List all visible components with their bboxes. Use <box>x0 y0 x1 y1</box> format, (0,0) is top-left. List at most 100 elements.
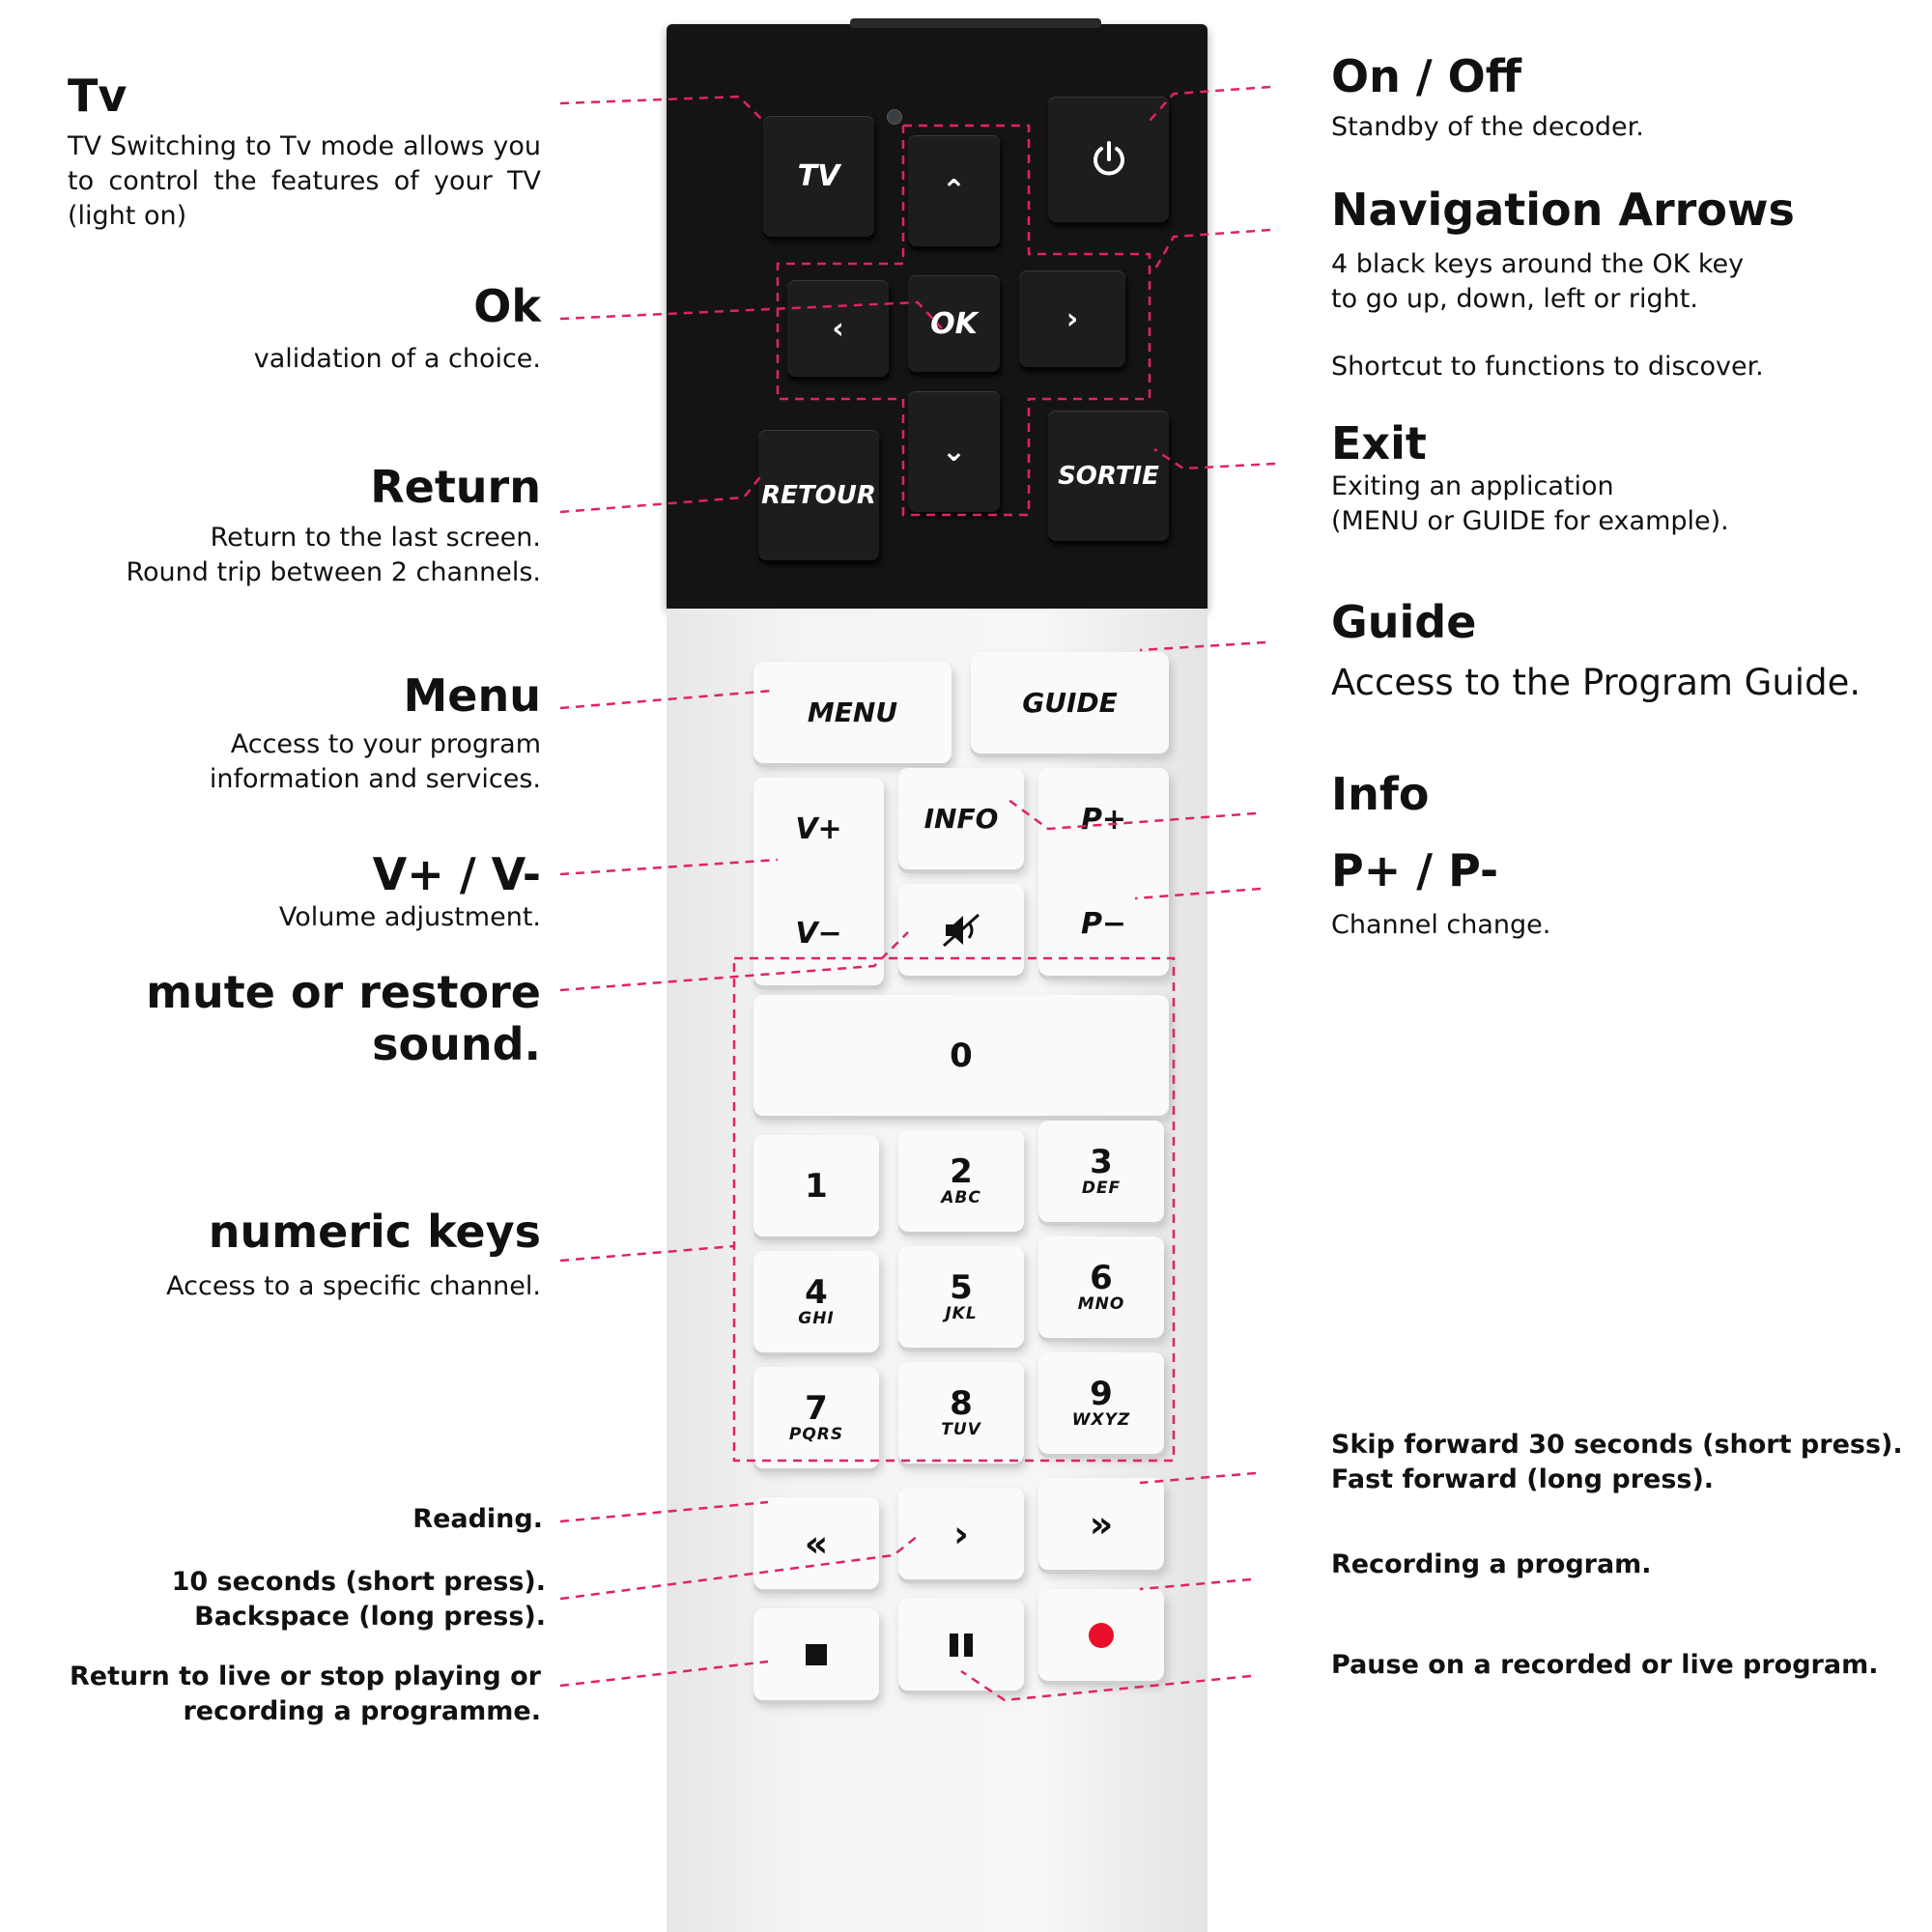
skip-leader <box>1139 1471 1257 1485</box>
numeric-annotation-desc: Access to a specific channel. <box>166 1271 541 1301</box>
channel-annotation-title: P+ / P- <box>1331 844 1499 896</box>
ok-leader <box>559 300 943 329</box>
onoff-annotation-title: On / Off <box>1331 50 1522 102</box>
pause-key[interactable] <box>898 1599 1024 1690</box>
volume-leader <box>559 858 779 876</box>
numeric-keys-outline <box>732 956 1176 1463</box>
pause-annotation-desc: Pause on a recorded or live program. <box>1331 1650 1879 1680</box>
nav-annotation: Navigation Arrows 4 black keys around th… <box>1331 184 1911 384</box>
remote-top-ridge <box>850 18 1101 28</box>
stop-key[interactable] <box>753 1608 879 1700</box>
return-annotation: Return Return to the last screen. Round … <box>58 461 541 590</box>
tv-annotation-title: Tv <box>68 70 128 122</box>
mute-key[interactable] <box>898 884 1024 976</box>
channel-annotation: P+ / P- Channel change. <box>1331 844 1911 943</box>
volume-rocker[interactable]: V+ V− <box>753 778 884 985</box>
ok-annotation-title: Ok <box>473 280 541 332</box>
reading-annotation: Reading. <box>58 1502 543 1537</box>
return-annotation-desc: Return to the last screen. Round trip be… <box>126 523 541 587</box>
volume-annotation: V+ / V- Volume adjustment. <box>58 848 541 935</box>
sortie-key[interactable]: SORTIE <box>1048 411 1169 541</box>
chevron-left-icon: ‹ <box>832 311 844 346</box>
stop-annotation-desc: Return to live or stop playing or record… <box>69 1662 541 1726</box>
numeric-annotation-title: numeric keys <box>208 1206 541 1258</box>
record-key[interactable] <box>1038 1589 1164 1681</box>
menu-key[interactable]: MENU <box>753 662 952 763</box>
tv-key[interactable]: TV <box>763 116 874 237</box>
guide-key[interactable]: GUIDE <box>971 652 1169 753</box>
digit-label: 3 <box>1090 1142 1113 1181</box>
exit-annotation: Exit Exiting an application (MENU or GUI… <box>1331 417 1911 539</box>
digit-letters: TUV <box>941 1419 981 1439</box>
fast-forward-key[interactable]: » <box>1038 1478 1164 1570</box>
digit-label: 0 <box>950 1036 973 1075</box>
guide-annotation: Guide Access to the Program Guide. <box>1331 596 1911 706</box>
return-annotation-title: Return <box>370 461 541 513</box>
up-arrow-key[interactable]: ⌃ <box>908 135 1000 246</box>
down-arrow-key[interactable]: ⌄ <box>908 391 1000 512</box>
left-arrow-key[interactable]: ‹ <box>787 280 889 377</box>
digit-letters: ABC <box>941 1187 981 1208</box>
reading-leader <box>559 1500 769 1523</box>
skip-annotation-desc: Skip forward 30 seconds (short press). F… <box>1331 1430 1903 1494</box>
rewind-icon: « <box>804 1521 829 1565</box>
remote-control: TV ⌃ ‹ OK › RETOUR ⌄ SORTIE MENU GUIDE V… <box>667 18 1208 1932</box>
mute-annotation: mute or restore sound. <box>39 966 541 1070</box>
nav-cluster-outline <box>776 124 1151 517</box>
info-annotation: Info <box>1331 768 1911 820</box>
stop-icon <box>806 1643 827 1665</box>
right-arrow-key[interactable]: › <box>1019 270 1125 367</box>
back10-annotation-desc: 10 seconds (short press). Backspace (lon… <box>171 1567 546 1632</box>
fast-forward-icon: » <box>1089 1502 1114 1546</box>
channel-leader <box>1134 887 1262 900</box>
play-icon: › <box>953 1512 969 1555</box>
guide-annotation-title: Guide <box>1331 596 1477 648</box>
chevron-down-icon: ⌄ <box>941 435 967 469</box>
program-rocker[interactable]: P+ P− <box>1038 768 1169 976</box>
play-key[interactable]: › <box>898 1488 1024 1579</box>
ok-key[interactable]: OK <box>908 275 1000 372</box>
pause-leader <box>960 1669 1252 1702</box>
pause-icon <box>950 1633 973 1657</box>
pause-annotation: Pause on a recorded or live program. <box>1331 1648 1911 1683</box>
volume-annotation-desc: Volume adjustment. <box>278 902 541 932</box>
record-annotation: Recording a program. <box>1331 1548 1911 1582</box>
volume-up-label: V+ <box>795 812 842 847</box>
ok-annotation-desc: validation of a choice. <box>253 344 541 374</box>
power-key[interactable] <box>1048 97 1169 222</box>
program-down-label: P− <box>1080 906 1127 941</box>
stop-annotation: Return to live or stop playing or record… <box>58 1660 541 1729</box>
info-leader <box>1004 795 1257 831</box>
digit-letters: PQRS <box>788 1424 844 1444</box>
tv-annotation: Tv TV Switching to Tv mode allows you to… <box>68 70 541 234</box>
digit-letters: JKL <box>945 1303 978 1323</box>
info-key[interactable]: INFO <box>898 768 1024 869</box>
retour-key[interactable]: RETOUR <box>758 430 879 560</box>
onoff-leader <box>1149 85 1271 122</box>
mute-leader <box>559 931 909 992</box>
guide-annotation-desc: Access to the Program Guide. <box>1331 662 1861 703</box>
chevron-right-icon: › <box>1065 301 1079 336</box>
digit-letters: MNO <box>1077 1293 1125 1314</box>
program-up-label: P+ <box>1080 803 1127 838</box>
mute-annotation-title: mute or restore sound. <box>146 966 541 1070</box>
menu-annotation: Menu Access to your program information … <box>58 669 541 797</box>
menu-annotation-title: Menu <box>403 669 541 722</box>
digit-0-key[interactable]: 0 <box>753 995 1169 1116</box>
digit-label: 4 <box>805 1272 828 1312</box>
power-icon <box>1093 141 1124 176</box>
nav-leader <box>1152 228 1271 271</box>
digit-1-key[interactable]: 1 <box>753 1135 879 1236</box>
record-leader <box>1139 1577 1252 1591</box>
stop-leader <box>559 1660 769 1688</box>
rewind-key[interactable]: « <box>753 1497 879 1589</box>
